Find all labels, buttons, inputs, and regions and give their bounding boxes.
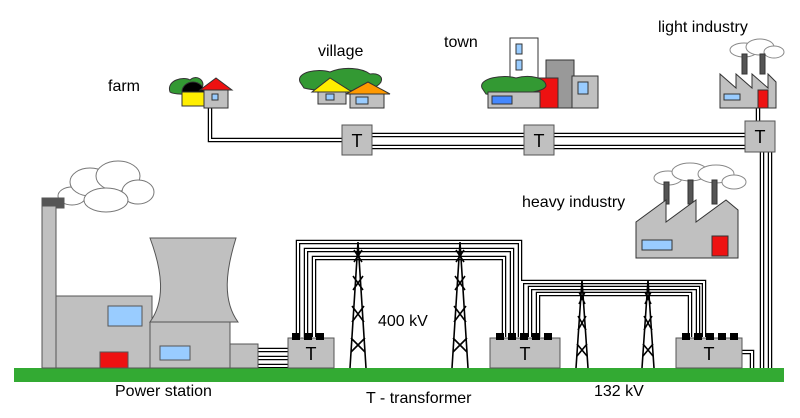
legend-label: T - transformer <box>366 390 472 407</box>
ground-transformers <box>287 333 743 369</box>
window <box>159 345 191 361</box>
window <box>325 93 335 101</box>
distribution-transformers <box>341 120 776 156</box>
transformer-label: T <box>352 131 363 151</box>
pylon <box>641 279 655 369</box>
transformer <box>489 333 561 369</box>
heavy-industry-label: heavy industry <box>522 194 626 211</box>
distribution-cables <box>207 108 773 372</box>
transformer <box>675 333 743 369</box>
voltage-132kv-label: 132 kV <box>594 383 644 400</box>
window <box>515 59 523 71</box>
window <box>515 43 523 55</box>
voltage-400kv-label: 400 kV <box>378 313 428 330</box>
window <box>491 95 513 105</box>
chimney <box>41 205 57 369</box>
door <box>757 89 769 109</box>
door <box>711 235 729 257</box>
transformer <box>523 124 555 156</box>
transformer-label: T <box>755 127 766 147</box>
window <box>641 239 673 251</box>
pylons <box>349 241 655 369</box>
window <box>723 93 741 101</box>
heavy-industry-buildings <box>635 162 747 259</box>
village-buildings <box>299 67 391 109</box>
light-industry-buildings <box>719 38 785 109</box>
transformer-label: T <box>520 344 531 364</box>
window <box>107 305 143 327</box>
transformer <box>287 333 335 369</box>
farm-label: farm <box>108 78 140 95</box>
transformer-label: T <box>704 344 715 364</box>
power-station <box>41 160 259 369</box>
door <box>99 351 129 369</box>
town-buildings <box>481 37 599 109</box>
town-label: town <box>444 34 478 51</box>
ground <box>14 368 784 382</box>
factory-smoke <box>729 38 785 59</box>
transformer-label: T <box>306 344 317 364</box>
light-industry-label: light industry <box>658 19 748 36</box>
cooling-tower <box>149 237 239 323</box>
transformer-letters: T T T T T T <box>306 127 766 364</box>
window <box>211 93 219 101</box>
pylon <box>349 241 367 369</box>
pylon <box>575 279 589 369</box>
farm-buildings <box>168 77 234 109</box>
transformer-label: T <box>534 131 545 151</box>
transformer <box>744 120 776 153</box>
power-station-label: Power station <box>115 383 212 400</box>
transformer <box>341 124 373 156</box>
window <box>577 81 589 95</box>
window <box>355 96 369 105</box>
pylon <box>451 241 469 369</box>
chimney-smoke <box>57 160 155 213</box>
substation-box <box>229 343 259 369</box>
village-label: village <box>318 43 364 60</box>
